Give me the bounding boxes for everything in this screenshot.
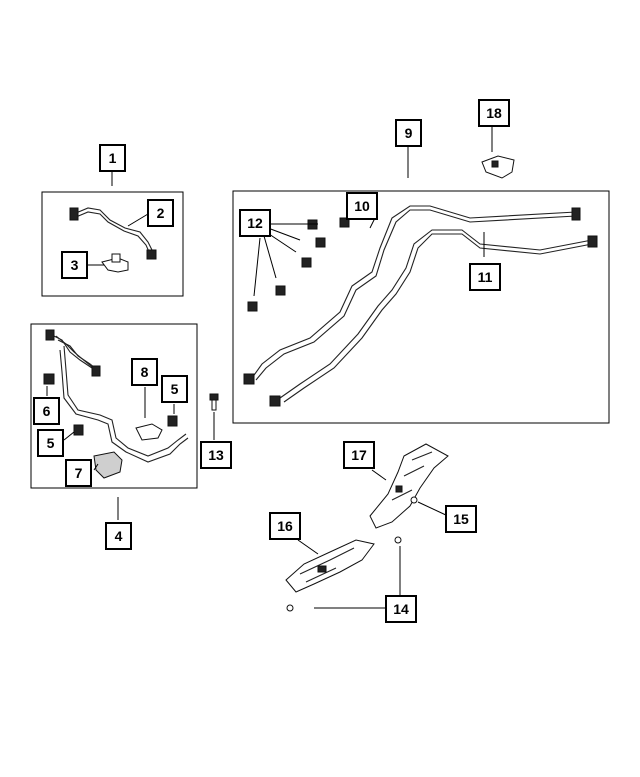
callout-3: 3 <box>61 251 88 279</box>
svg-text:5: 5 <box>171 381 179 397</box>
group-9-assembly <box>232 147 610 424</box>
tube-part-2 <box>75 207 153 251</box>
svg-text:13: 13 <box>208 447 224 463</box>
nuts-part-14 <box>286 536 402 612</box>
callout-4: 4 <box>105 522 132 550</box>
callout-15: 15 <box>445 505 477 533</box>
svg-text:14: 14 <box>393 601 409 617</box>
callout-18: 18 <box>478 99 510 127</box>
callout-13: 13 <box>200 441 232 469</box>
svg-text:7: 7 <box>75 465 83 481</box>
callout-6: 6 <box>33 397 60 425</box>
group-4-assembly <box>30 323 198 520</box>
callout-7: 7 <box>65 459 92 487</box>
callout-2: 2 <box>147 199 174 227</box>
callout-10: 10 <box>346 192 378 220</box>
svg-text:12: 12 <box>247 215 263 231</box>
svg-text:16: 16 <box>277 518 293 534</box>
svg-text:15: 15 <box>453 511 469 527</box>
group-1-frame <box>41 191 184 297</box>
tube-part-10 <box>251 205 577 379</box>
svg-text:1: 1 <box>109 150 117 166</box>
group-4-frame <box>30 323 198 489</box>
fitting-part-2-left <box>69 207 79 221</box>
fitting-part-2-right <box>146 249 157 260</box>
bracket-part-18 <box>481 126 515 179</box>
callout-5-left: 5 <box>37 429 64 457</box>
svg-text:5: 5 <box>47 435 55 451</box>
group-9-frame <box>232 190 610 424</box>
svg-text:11: 11 <box>478 269 493 285</box>
svg-text:17: 17 <box>351 447 367 463</box>
callout-8: 8 <box>131 358 158 386</box>
svg-text:3: 3 <box>71 257 79 273</box>
clip-part-6 <box>43 373 55 385</box>
clip-part-5-left <box>73 424 84 436</box>
svg-text:8: 8 <box>141 364 149 380</box>
callout-16: 16 <box>269 512 301 540</box>
clip-part-5-right <box>167 415 178 427</box>
shield-part-7 <box>93 451 123 479</box>
skid-plate-part-17 <box>369 443 449 529</box>
callout-11: 11 <box>469 263 501 291</box>
nut-part-15 <box>410 496 449 517</box>
callout-9: 9 <box>395 119 422 147</box>
callout-17: 17 <box>343 441 375 469</box>
svg-text:9: 9 <box>405 125 413 141</box>
skid-plate-part-16 <box>285 539 375 593</box>
svg-text:4: 4 <box>115 528 123 544</box>
svg-text:2: 2 <box>157 205 165 221</box>
svg-text:18: 18 <box>486 105 502 121</box>
callout-12: 12 <box>239 209 271 237</box>
group-1-assembly <box>41 171 184 297</box>
svg-text:6: 6 <box>43 403 51 419</box>
svg-text:10: 10 <box>354 198 370 214</box>
tube-part-11 <box>279 229 593 399</box>
bolt-part-13 <box>209 393 219 440</box>
callout-14: 14 <box>385 595 417 623</box>
shield-part-8 <box>135 423 163 441</box>
callout-5-right: 5 <box>161 375 188 403</box>
callout-1: 1 <box>99 144 126 172</box>
